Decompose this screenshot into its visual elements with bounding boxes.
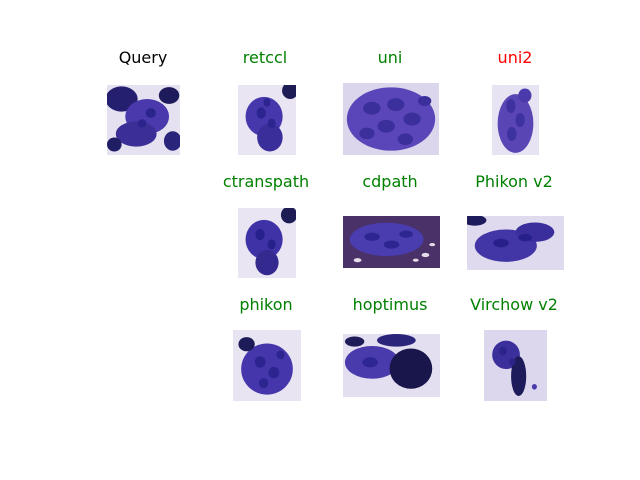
result-label-ctranspath: ctranspath: [222, 172, 310, 191]
query-image: [107, 85, 180, 155]
result-label-cdpath: cdpath: [362, 172, 418, 191]
result-image-uni2: [492, 85, 539, 155]
result-label-uni2: uni2: [497, 48, 533, 67]
result-image-phikon: [233, 330, 301, 401]
result-label-retccl: retccl: [242, 48, 288, 67]
result-label-phikon-v2: Phikon v2: [475, 172, 553, 191]
result-image-uni: [343, 83, 439, 155]
result-image-ctranspath: [238, 208, 296, 278]
result-image-virchow-v2: [484, 330, 547, 401]
result-label-virchow-v2: Virchow v2: [470, 295, 558, 314]
result-image-cdpath: [343, 216, 440, 268]
query-label: Query: [118, 48, 168, 67]
result-label-uni: uni: [377, 48, 403, 67]
result-label-phikon: phikon: [239, 295, 293, 314]
result-label-hoptimus: hoptimus: [352, 295, 428, 314]
result-image-retccl: [238, 85, 296, 155]
result-image-hoptimus: [343, 334, 440, 397]
result-image-phikon-v2: [467, 216, 564, 270]
